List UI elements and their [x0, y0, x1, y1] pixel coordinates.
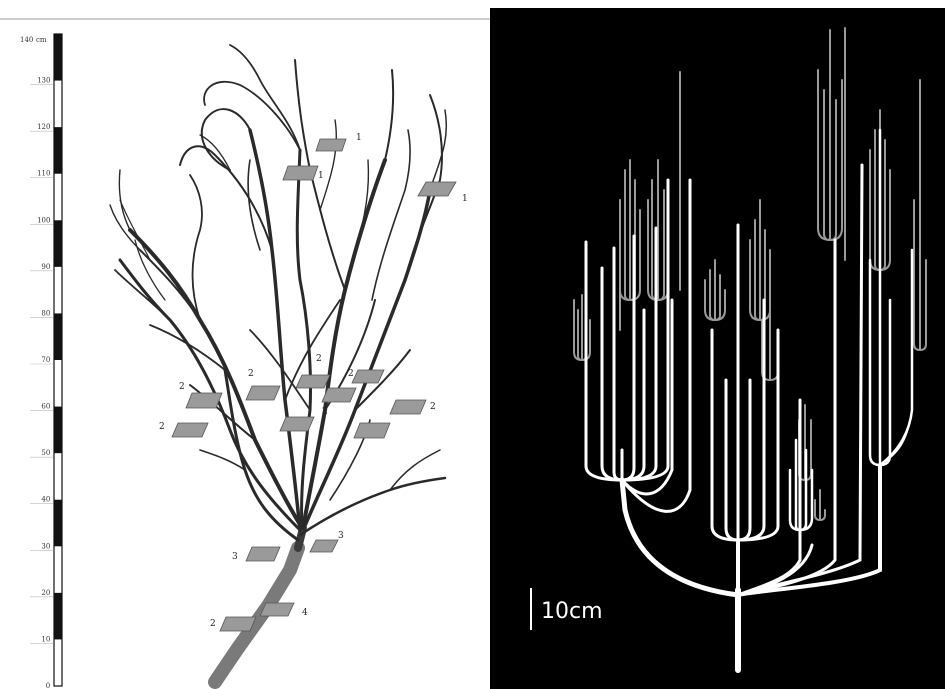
- ruler-segment: [54, 127, 62, 174]
- marker-label: 2: [210, 619, 216, 629]
- marker-label: 2: [159, 422, 165, 432]
- marker-label: 2: [248, 369, 254, 379]
- ruler-tick-label: 110: [37, 170, 50, 178]
- marker-label: 3: [338, 531, 344, 541]
- marker-label: 3: [232, 552, 238, 562]
- ruler-tick-label: 70: [41, 356, 50, 364]
- marker-label: 1: [318, 171, 324, 181]
- ruler-segment: [54, 500, 62, 547]
- ruler-tick-label: 80: [41, 309, 50, 317]
- marker-label: 2: [348, 369, 354, 379]
- ruler-segment: [54, 220, 62, 267]
- right-panel: 10cm: [490, 8, 945, 689]
- ruler-top-label: 140: [20, 36, 33, 44]
- ruler-tick-label: 130: [37, 77, 50, 85]
- marker-label: 1: [462, 194, 468, 204]
- ruler-segment: [54, 593, 62, 640]
- ruler-tick-label: 90: [41, 263, 50, 271]
- left-panel: 0 10 20 30 40 50 60 70 80 90 100 110 120 130 140 cm: [0, 0, 490, 689]
- ruler-segment: [54, 34, 62, 81]
- ruler-tick-label: 100: [37, 216, 50, 224]
- scale-bar-label: 10cm: [541, 599, 603, 624]
- ruler-tick-label: 40: [41, 496, 50, 504]
- ruler-tick-label: 30: [41, 542, 50, 550]
- ruler-tick-label: 10: [41, 635, 50, 643]
- ruler-unit-label: cm: [36, 36, 47, 44]
- marker-label: 2: [316, 354, 322, 364]
- ruler-segment: [54, 407, 62, 454]
- ruler-tick-label: 120: [37, 123, 50, 131]
- marker-label: 2: [179, 382, 185, 392]
- ruler-tick-label: 50: [41, 449, 50, 457]
- ruler-tick-label: 0: [46, 682, 50, 689]
- ruler-tick-label: 60: [41, 403, 50, 411]
- marker-label: 4: [302, 608, 308, 618]
- marker-label: 2: [430, 402, 436, 412]
- marker-label: 1: [356, 133, 362, 143]
- ruler-tick-label: 20: [41, 589, 50, 597]
- ruler-segment: [54, 313, 62, 360]
- marker-label: 2: [322, 407, 328, 417]
